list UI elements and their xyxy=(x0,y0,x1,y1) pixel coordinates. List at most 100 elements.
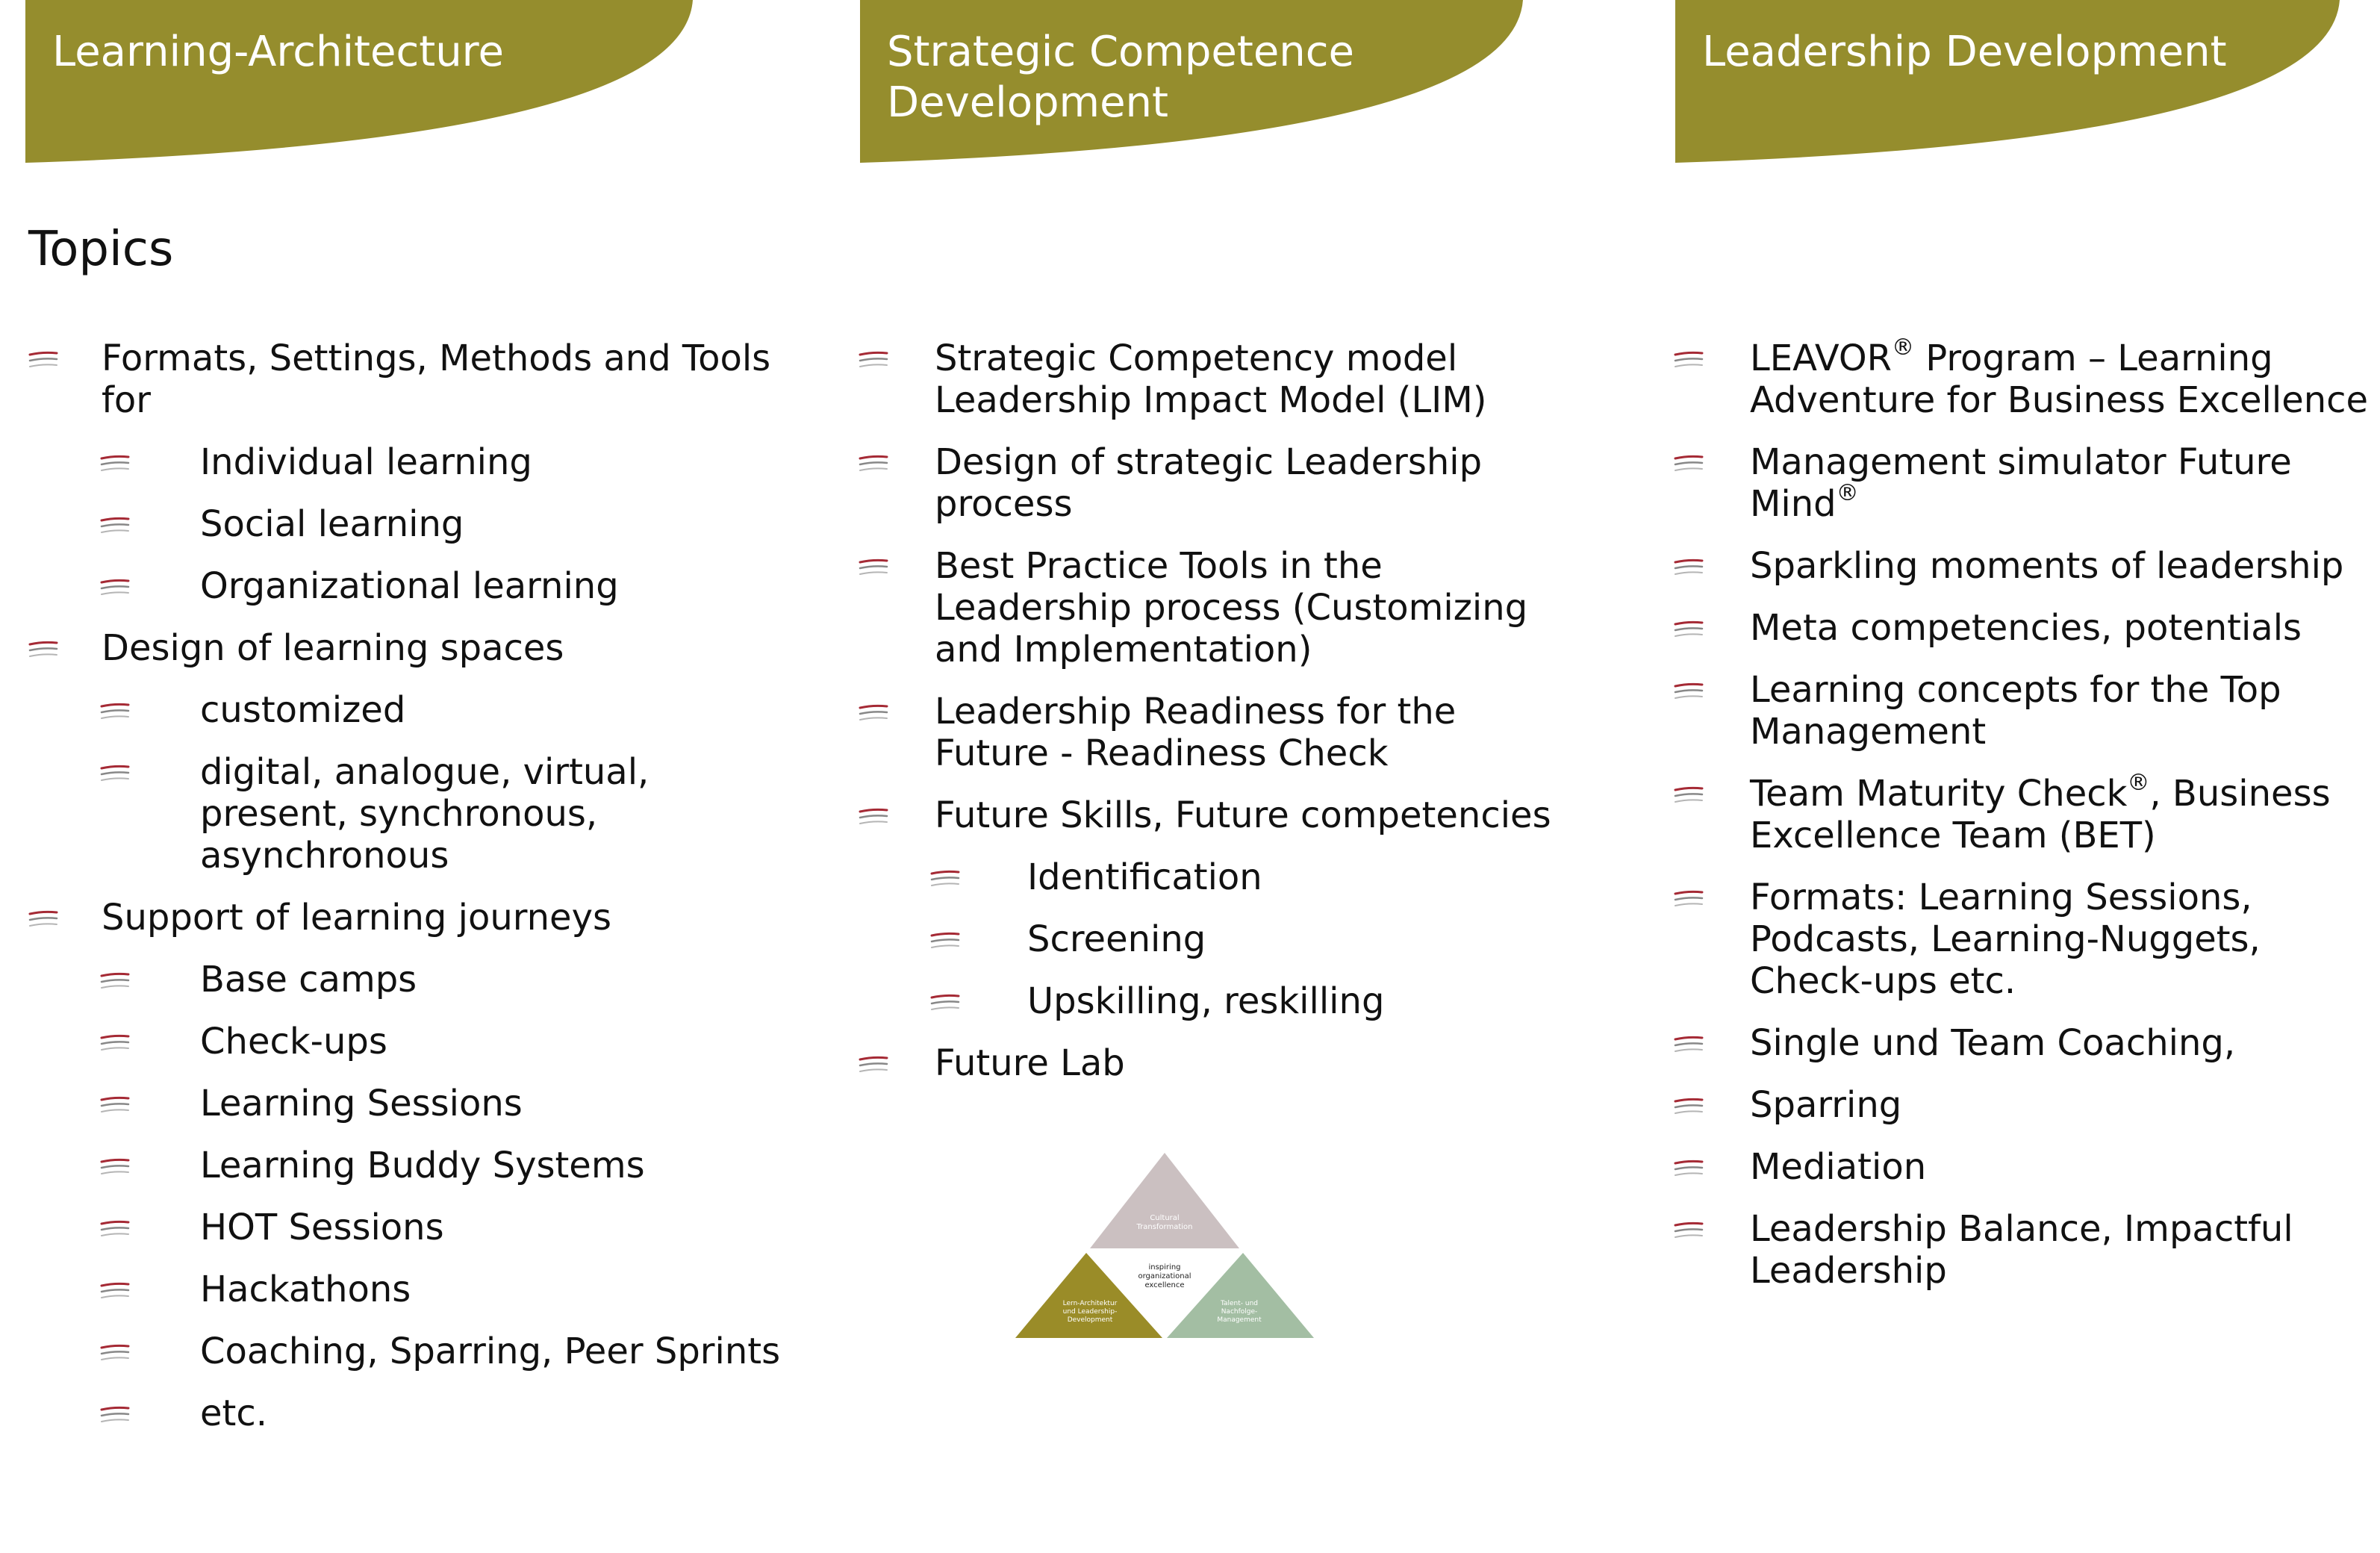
header-tab-strategic-competence: Strategic Competence Development xyxy=(860,0,1523,163)
bullet-icon xyxy=(859,547,888,575)
diagram-center-label-1: inspiring xyxy=(1148,1263,1180,1272)
topic-item: Strategic Competency model Leadership Im… xyxy=(859,337,1568,421)
bullet-icon xyxy=(100,691,130,719)
topic-item: Individual learning xyxy=(28,441,805,483)
bullet-icon xyxy=(100,1209,130,1236)
topic-item-text: Design of learning spaces xyxy=(102,627,564,669)
topic-item-text: Future Skills, Future competencies xyxy=(935,794,1551,836)
triangle-right xyxy=(1167,1253,1314,1338)
bullet-icon xyxy=(28,899,58,927)
bullet-icon xyxy=(930,921,960,948)
bullet-icon xyxy=(1674,609,1704,637)
bullet-icon xyxy=(1674,775,1704,803)
triangle-center xyxy=(1093,1253,1236,1336)
topic-item-text: Check-ups xyxy=(200,1021,387,1062)
topic-item: Check-ups xyxy=(28,1021,805,1062)
bullet-icon xyxy=(100,753,130,781)
header-title: Leadership Development xyxy=(1702,28,2227,76)
topic-item: Support of learning journeys xyxy=(28,897,805,939)
diagram-center-label-2: organizational xyxy=(1138,1272,1191,1280)
topic-item-text: Design of strategic Leadership process xyxy=(935,441,1483,525)
header-tab-shape xyxy=(860,0,1523,163)
topic-item-text: Sparkling moments of leadership xyxy=(1750,545,2344,587)
diagram-center-label-3: excellence xyxy=(1144,1281,1184,1289)
topic-item-text: Coaching, Sparring, Peer Sprints xyxy=(200,1331,781,1372)
bullet-icon xyxy=(930,859,960,886)
topic-item: Sparkling moments of leadership xyxy=(1674,545,2380,587)
bullet-icon xyxy=(1674,1024,1704,1052)
bullet-icon xyxy=(1674,1086,1704,1114)
header-title: Learning-Architecture xyxy=(52,28,504,76)
column-learning-architecture: Formats, Settings, Methods and Tools for… xyxy=(28,337,805,1454)
topic-item: Learning Buddy Systems xyxy=(28,1145,805,1186)
topic-item-text: Mediation xyxy=(1750,1146,1927,1188)
bullet-icon xyxy=(100,1333,130,1360)
topic-list: Strategic Competency model Leadership Im… xyxy=(859,337,1568,1084)
topic-item-text: Support of learning journeys xyxy=(102,897,611,939)
topic-item-text: Social learning xyxy=(200,503,464,545)
topic-item: Leadership Balance, Impactful Leadership xyxy=(1674,1208,2380,1292)
topic-item-text: Upskilling, reskilling xyxy=(1027,980,1385,1022)
bullet-icon xyxy=(1674,1210,1704,1238)
topic-list: Formats, Settings, Methods and Tools for… xyxy=(28,337,805,1434)
diagram-left-label-3: Development xyxy=(1068,1316,1113,1324)
topic-item: Formats: Learning Sessions, Podcasts, Le… xyxy=(1674,877,2380,1002)
topic-item-text: Learning concepts for the Top Management xyxy=(1750,669,2281,753)
topic-item-text: Future Lab xyxy=(935,1042,1125,1084)
topic-item: Future Lab xyxy=(859,1042,1568,1084)
column-leadership-development: LEAVOR® Program – Learning Adventure for… xyxy=(1674,337,2380,1312)
topic-item: Formats, Settings, Methods and Tools for xyxy=(28,337,805,421)
topic-item-text: Formats, Settings, Methods and Tools for xyxy=(102,337,771,421)
diagram-left-label-2: und Leadership- xyxy=(1063,1308,1118,1316)
topic-item: Sparring xyxy=(1674,1084,2380,1126)
header-tab-leadership-development: Leadership Development xyxy=(1675,0,2340,163)
bullet-icon xyxy=(28,629,58,657)
bullet-icon xyxy=(1674,547,1704,575)
bullet-icon xyxy=(859,693,888,721)
bullet-icon xyxy=(859,444,888,471)
topic-item-text: Identification xyxy=(1027,856,1262,898)
topic-item-text: Single und Team Coaching, xyxy=(1750,1022,2236,1064)
diagram-right-label-1: Talent- und xyxy=(1220,1300,1258,1307)
topic-item: Base camps xyxy=(28,959,805,1000)
topic-item: Single und Team Coaching, xyxy=(1674,1022,2380,1064)
topic-list: LEAVOR® Program – Learning Adventure for… xyxy=(1674,337,2380,1292)
topic-item-text: Learning Buddy Systems xyxy=(200,1145,645,1186)
bullet-icon xyxy=(100,1085,130,1112)
column-strategic-competence: Strategic Competency model Leadership Im… xyxy=(859,337,1568,1104)
bullet-icon xyxy=(930,983,960,1010)
topic-item-text: Learning Sessions xyxy=(200,1083,523,1124)
bullet-icon xyxy=(100,567,130,595)
bullet-icon xyxy=(100,1147,130,1174)
topic-item-text: Team Maturity Check®, Business Excellenc… xyxy=(1750,770,2331,857)
topic-item: Meta competencies, potentials xyxy=(1674,607,2380,649)
bullet-icon xyxy=(1674,879,1704,906)
topic-item-text: Formats: Learning Sessions, Podcasts, Le… xyxy=(1750,877,2261,1002)
topic-item-text: Organizational learning xyxy=(200,565,619,607)
topic-item-text: Base camps xyxy=(200,959,417,1000)
diagram-left-label-1: Lern-Architektur xyxy=(1063,1300,1118,1307)
topic-item: customized xyxy=(28,689,805,731)
header-tab-shape xyxy=(25,0,693,163)
bullet-icon xyxy=(1674,340,1704,367)
topic-item: etc. xyxy=(28,1392,805,1434)
diagram-right-label-2: Nachfolge- xyxy=(1221,1308,1258,1316)
bullet-icon xyxy=(100,1271,130,1298)
topic-item-text: HOT Sessions xyxy=(200,1207,444,1248)
topic-item-text: Screening xyxy=(1027,918,1206,960)
topic-item: Learning Sessions xyxy=(28,1083,805,1124)
topic-item: Hackathons xyxy=(28,1269,805,1310)
header-title: Strategic Competence Development xyxy=(887,28,1355,127)
topic-item-text: etc. xyxy=(200,1392,267,1434)
topic-item-text: Leadership Balance, Impactful Leadership xyxy=(1750,1208,2293,1292)
topic-item: HOT Sessions xyxy=(28,1207,805,1248)
bullet-icon xyxy=(100,961,130,989)
topic-item: Coaching, Sparring, Peer Sprints xyxy=(28,1331,805,1372)
bullet-icon xyxy=(100,444,130,471)
topic-item: digital, analogue, virtual, present, syn… xyxy=(28,751,805,877)
topic-item: Upskilling, reskilling xyxy=(859,980,1568,1022)
topic-item: Screening xyxy=(859,918,1568,960)
bullet-icon xyxy=(100,1023,130,1051)
topic-item: Best Practice Tools in the Leadership pr… xyxy=(859,545,1568,670)
header-tab-learning-architecture: Learning-Architecture xyxy=(25,0,693,163)
